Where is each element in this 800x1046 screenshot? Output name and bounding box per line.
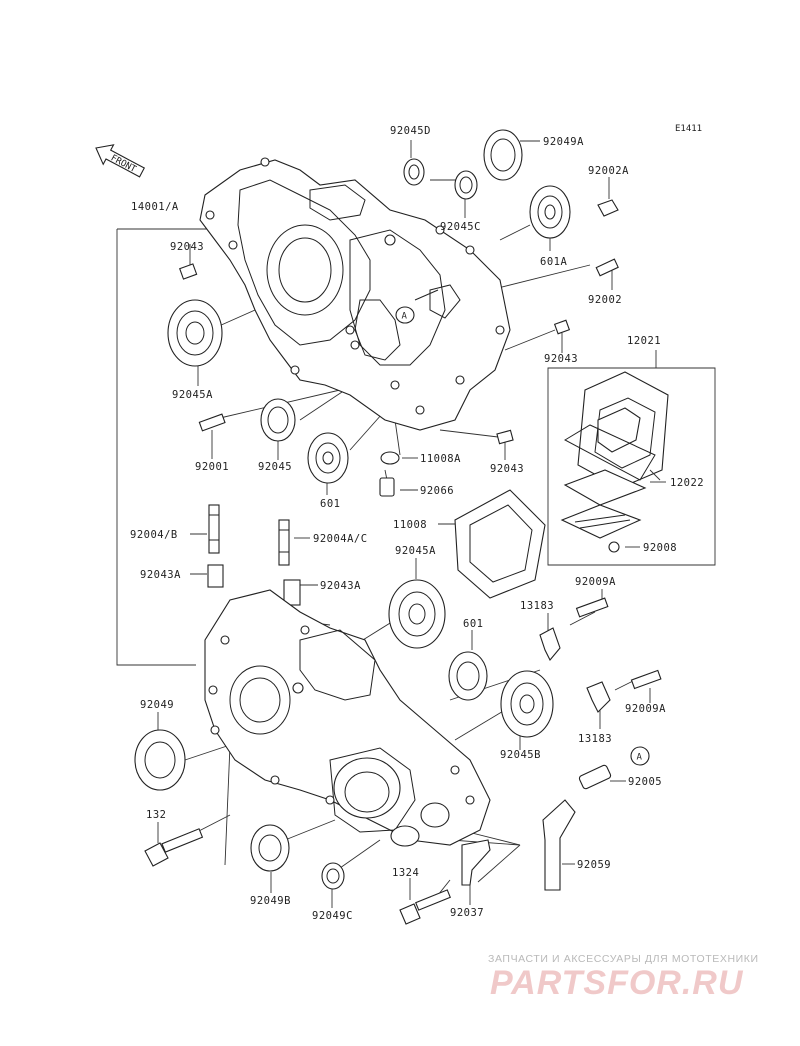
label-14001A: 14001/A	[131, 201, 179, 213]
label-92045A-top: 92045A	[172, 389, 213, 401]
reed-valve-inset	[547, 350, 716, 566]
label-92008: 92008	[643, 542, 677, 554]
hardware-lower: A	[144, 597, 662, 925]
watermark-brand: PARTSFOR.RU	[490, 964, 744, 1002]
label-92001: 92001	[195, 461, 229, 473]
label-601-bottom: 601	[463, 618, 483, 630]
lower-crankcase	[204, 589, 491, 847]
label-92043-mid: 92043	[544, 353, 578, 365]
label-92045D: 92045D	[390, 125, 431, 137]
label-92045A-bottom: 92045A	[395, 545, 436, 557]
label-92049A: 92049A	[543, 136, 584, 148]
crank-bearings-lower	[134, 579, 554, 890]
ref-a-marker-2: A	[637, 753, 643, 763]
label-92002A: 92002A	[588, 165, 629, 177]
label-601A: 601A	[540, 256, 567, 268]
label-92043-top: 92043	[170, 241, 204, 253]
label-132: 132	[146, 809, 166, 821]
part-labels: 92045D 92049A 92002A 14001/A 92045C 9204…	[130, 125, 704, 922]
upper-crankcase: A	[199, 157, 511, 431]
label-92043A-left: 92043A	[140, 569, 181, 581]
label-92066: 92066	[420, 485, 454, 497]
label-92049B: 92049B	[250, 895, 291, 907]
watermark: ЗАПЧАСТИ И АКСЕССУАРЫ ДЛЯ МОТОТЕХНИКИ PA…	[488, 953, 759, 1002]
ref-a-marker: A	[402, 312, 408, 322]
label-1324: 1324	[392, 867, 419, 879]
label-92045C: 92045C	[440, 221, 481, 233]
label-11008A: 11008A	[420, 453, 461, 465]
watermark-subtitle: ЗАПЧАСТИ И АКСЕССУАРЫ ДЛЯ МОТОТЕХНИКИ	[488, 953, 759, 965]
label-92049C: 92049C	[312, 910, 353, 922]
label-92004B: 92004/B	[130, 529, 178, 541]
label-13183-top: 13183	[520, 600, 554, 612]
label-13183-bottom: 13183	[578, 733, 612, 745]
label-92043-right: 92043	[490, 463, 524, 475]
label-92037: 92037	[450, 907, 484, 919]
label-92009A-top: 92009A	[575, 576, 616, 588]
label-11008: 11008	[393, 519, 427, 531]
front-arrow-icon: FRONT	[95, 144, 146, 178]
label-12022: 12022	[670, 477, 704, 489]
label-92045: 92045	[258, 461, 292, 473]
label-92009A-bottom: 92009A	[625, 703, 666, 715]
label-92043A-right: 92043A	[320, 580, 361, 592]
label-92049: 92049	[140, 699, 174, 711]
label-601-top: 601	[320, 498, 340, 510]
crank-bearings-upper	[167, 299, 514, 497]
label-92059: 92059	[577, 859, 611, 871]
gasket-11008	[454, 489, 546, 599]
label-92004AC: 92004A/C	[313, 533, 368, 545]
label-92045B: 92045B	[500, 749, 541, 761]
label-92005: 92005	[628, 776, 662, 788]
diagram-code: E1411	[675, 124, 702, 134]
label-92002: 92002	[588, 294, 622, 306]
upper-seals-bearings	[179, 129, 619, 335]
label-12021: 12021	[627, 335, 661, 347]
studs-and-dowels	[207, 504, 301, 606]
